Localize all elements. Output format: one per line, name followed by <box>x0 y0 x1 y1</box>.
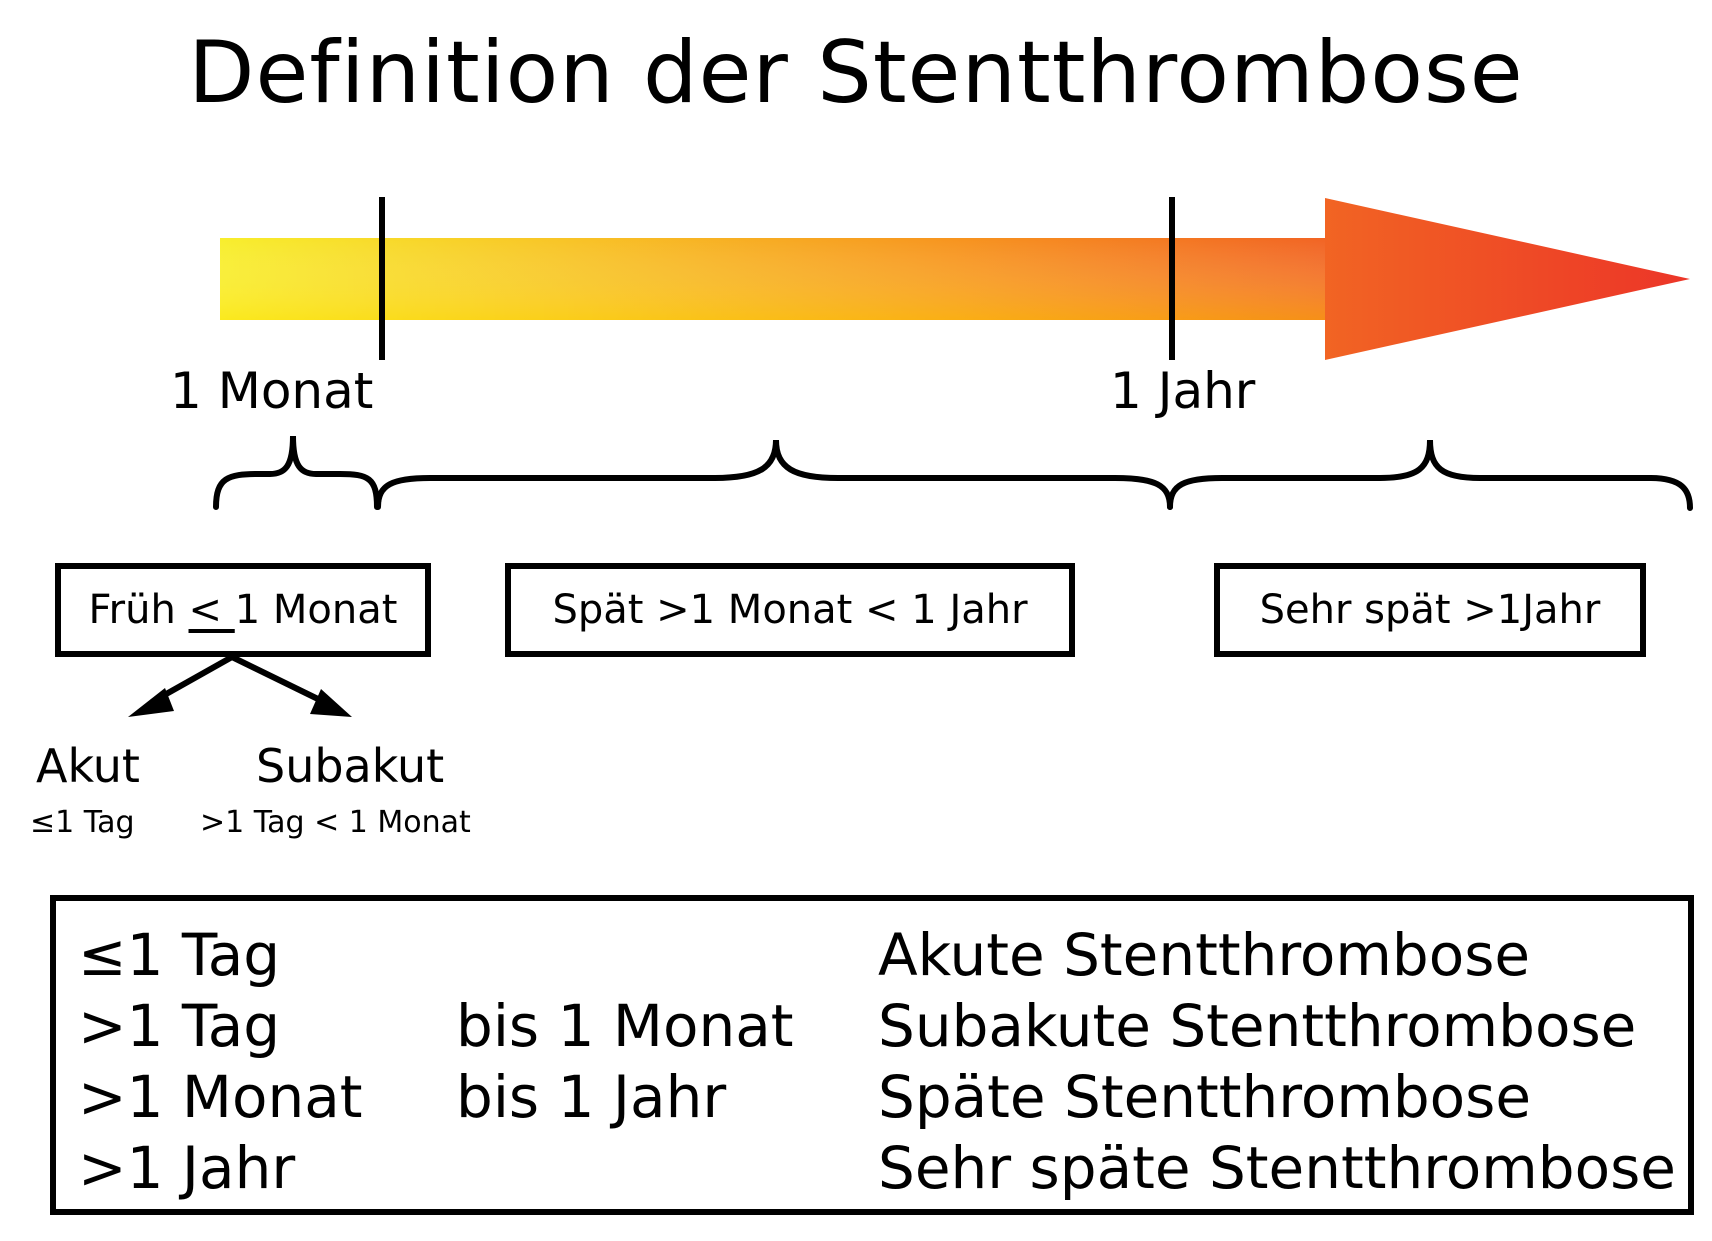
summary-row-2-term: Subakute Stentthrombose <box>878 992 1637 1060</box>
timeline-arrow-shade <box>220 238 1325 320</box>
brace-frueh <box>213 435 380 510</box>
brace-sehr-spaet <box>1167 439 1693 511</box>
summary-row-4-term: Sehr späte Stentthrombose <box>878 1134 1676 1202</box>
summary-row-3-to: bis 1 Jahr <box>456 1063 727 1131</box>
period-box-sehr-spaet: Sehr spät >1Jahr <box>1214 563 1646 657</box>
period-label-frueh: Früh < 1 Monat <box>89 587 398 633</box>
subtype-akut-range: ≤1 Tag <box>30 805 135 840</box>
arrow-to-subakut <box>230 654 322 703</box>
period-box-spaet: Spät >1 Monat < 1 Jahr <box>505 563 1075 657</box>
summary-row-1-term: Akute Stentthrombose <box>878 921 1531 989</box>
period-box-frueh: Früh < 1 Monat <box>55 563 431 657</box>
summary-row-2-from: >1 Tag <box>78 992 281 1060</box>
subtype-akut-name: Akut <box>36 739 140 793</box>
summary-row-2-to: bis 1 Monat <box>456 992 794 1060</box>
brace-spaet <box>375 439 1173 510</box>
diagram-title: Definition der Stentthrombose <box>188 23 1524 123</box>
summary-table: ≤1 Tag Akute Stentthrombose >1 Tag bis 1… <box>50 895 1694 1215</box>
period-frueh-prefix: Früh <box>88 587 189 633</box>
period-frueh-suffix: 1 Monat <box>234 587 398 633</box>
summary-row-3-from: >1 Monat <box>78 1063 363 1131</box>
marker-label-1-monat: 1 Monat <box>170 362 374 420</box>
period-frueh-underlined: < <box>188 587 235 633</box>
arrowhead-akut-icon <box>128 688 174 717</box>
summary-row-3-term: Späte Stentthrombose <box>878 1063 1532 1131</box>
arrowhead-subakut-icon <box>310 689 352 717</box>
period-label-spaet: Spät >1 Monat < 1 Jahr <box>552 587 1028 633</box>
subtype-subakut-name: Subakut <box>256 739 445 793</box>
summary-row-4-from: >1 Jahr <box>78 1134 296 1202</box>
subtype-subakut-range: >1 Tag < 1 Monat <box>200 805 471 840</box>
summary-row-1-from: ≤1 Tag <box>78 921 281 989</box>
marker-label-1-jahr: 1 Jahr <box>1110 362 1256 420</box>
period-label-sehr-spaet: Sehr spät >1Jahr <box>1259 587 1601 633</box>
